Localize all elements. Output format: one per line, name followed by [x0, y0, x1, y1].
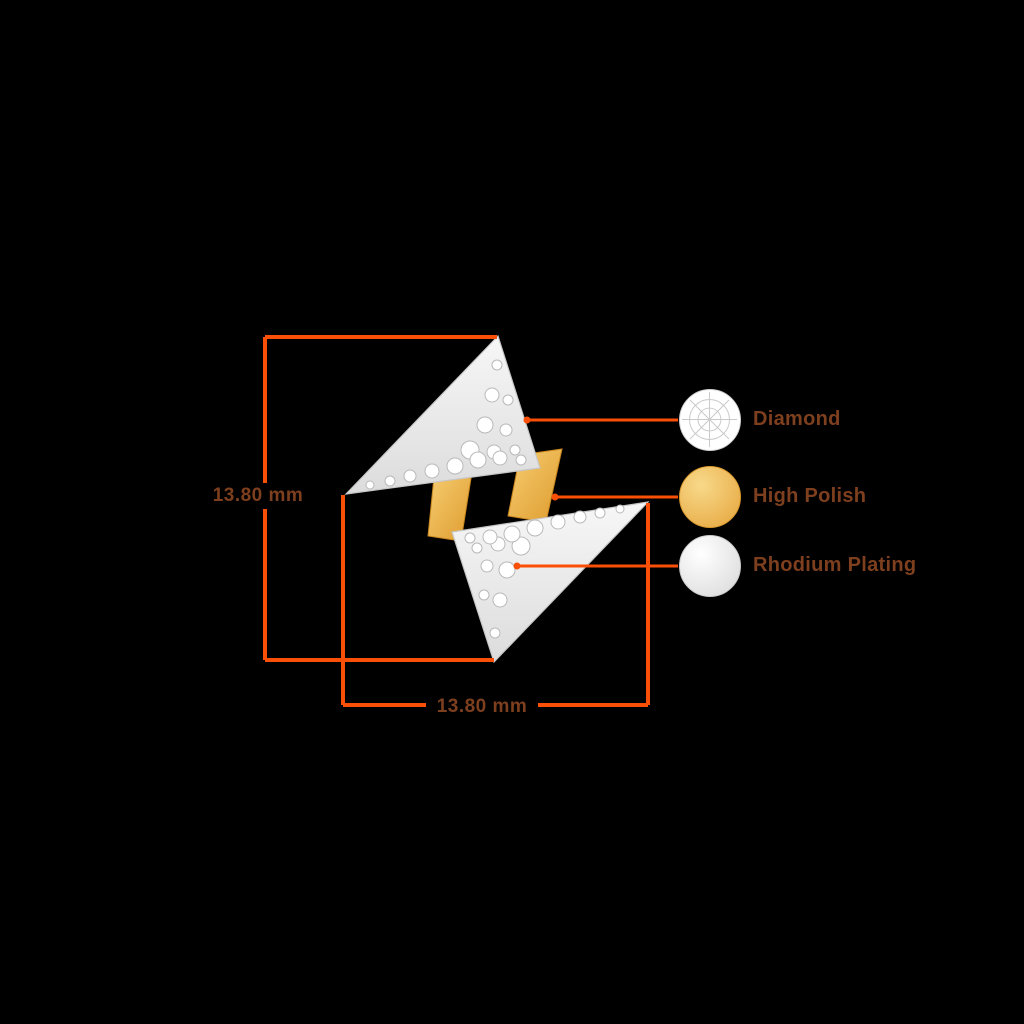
rhodium-plating-icon: [679, 535, 741, 597]
height-dimension-label: 13.80 mm: [202, 483, 314, 509]
connector-end-dots: [513, 416, 559, 570]
legend-label-rhodium-plating: Rhodium Plating: [753, 554, 917, 576]
diamond-facets: [681, 391, 738, 448]
diamond-icon: [679, 389, 741, 451]
legend-connectors: [517, 418, 678, 568]
upper-bolt: [344, 334, 541, 495]
width-dimension-label: 13.80 mm: [426, 694, 538, 720]
legend-label-diamond: Diamond: [753, 408, 841, 430]
legend-label-high-polish: High Polish: [753, 485, 867, 507]
lower-bolt: [451, 501, 650, 664]
gold-polish-icon: [679, 466, 741, 528]
